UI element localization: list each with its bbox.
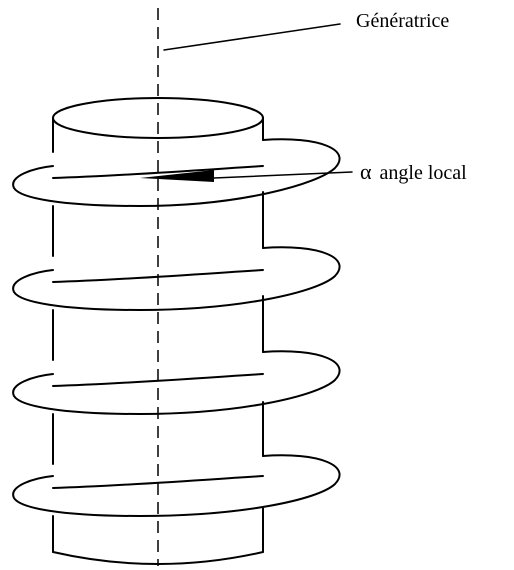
alpha-leader-line (213, 171, 353, 179)
alpha-symbol: α (360, 159, 372, 184)
alpha-angle-label: α angle local (360, 159, 467, 184)
thread-turn-2 (12, 246, 341, 311)
generatrice-label: Génératrice (356, 10, 450, 32)
local-angle-wedge (140, 170, 214, 182)
alpha-angle-text: angle local (379, 162, 467, 184)
thread-turn-4 (12, 454, 341, 517)
cylinder-top-ellipse (52, 97, 264, 139)
generatrice-leader-line (163, 23, 341, 51)
thread-turn-1 (12, 138, 341, 207)
thread-turn-3 (12, 350, 341, 415)
